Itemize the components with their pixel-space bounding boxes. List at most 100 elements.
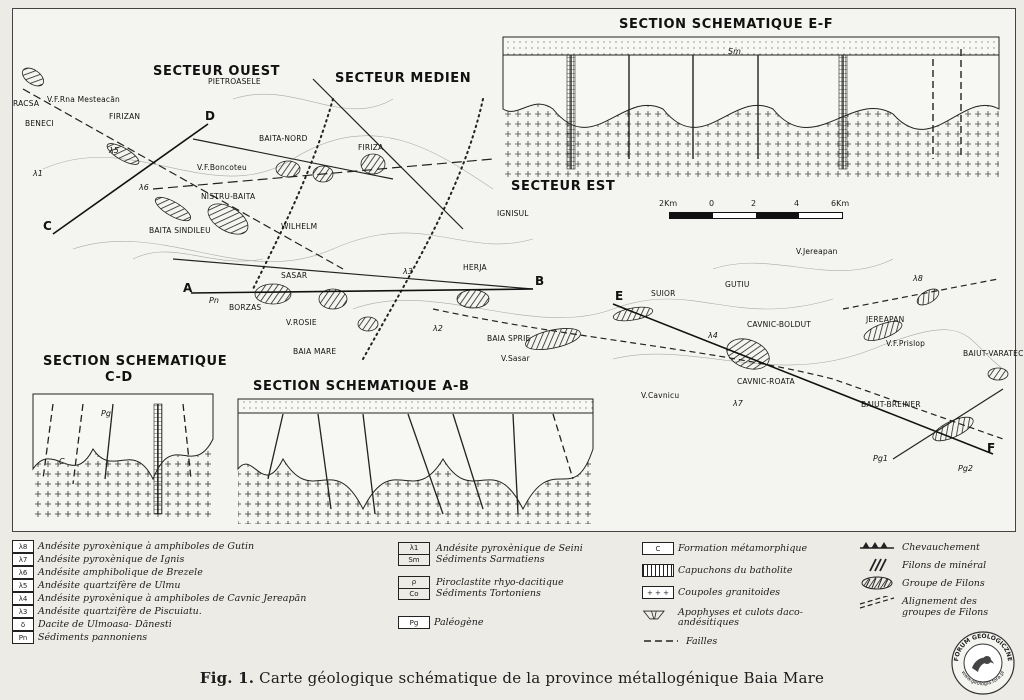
scale-label: 2 — [751, 199, 757, 208]
legend-swatch: λ5 — [12, 579, 34, 592]
forum-watermark-logo: FORUM GEOLOGICZNE www.geologia.fora.pl — [951, 631, 1015, 695]
section-ab — [237, 398, 594, 524]
place-label: SASAR — [281, 271, 308, 280]
place-label: RACSA — [13, 99, 40, 108]
place-label: BAIUT-VARATEC — [963, 349, 1024, 358]
legend-text: Andésite quartzifère de Ulmu — [38, 580, 181, 591]
legend-item: λ7 Andésite pyroxènique de Ignis — [12, 553, 184, 566]
unit-label: Pn — [209, 296, 219, 305]
unit-label: λ6 — [139, 183, 149, 192]
legend-swatch-bottom: Co — [399, 587, 429, 600]
legend-text: Coupoles granitoides — [678, 587, 781, 598]
legend-swatch: λ3 — [12, 605, 34, 618]
place-label: CAVNIC-BOLDUT — [747, 320, 812, 329]
legend-text: Andésite pyroxènique de Ignis — [38, 554, 185, 565]
unit-label: λ5 — [109, 146, 119, 155]
legend-text: Andésite pyroxènique à amphiboles de Gut… — [38, 541, 255, 552]
legend-swatch-thrust — [860, 542, 894, 549]
place-label: FIRIZA — [358, 143, 384, 152]
legend-swatch: Pg — [398, 616, 430, 629]
place-label: V.Jereapan — [796, 247, 838, 256]
legend-text: Filons de minéral — [902, 559, 987, 571]
map-drawing — [21, 36, 1009, 524]
legend-item: λ3 Andésite quartzifère de Piscuiatu. — [12, 605, 202, 618]
legend-item: + + + Coupoles granitoides — [642, 586, 780, 599]
place-label: V.F.Boncoteu — [197, 163, 247, 172]
legend-text: Dacite de Ulmoasa- Dănesti — [38, 619, 172, 630]
legend-text: Paléogène — [434, 617, 484, 628]
legend-text: Apophyses et culots daco-andésitiques — [678, 607, 803, 628]
unit-label: λ7 — [733, 399, 743, 408]
legend-text: Sédiments Sarmatiens — [436, 554, 545, 565]
section-ab-title: SECTION SCHEMATIQUE A-B — [253, 379, 470, 394]
place-label: BAIUT-BREINER — [861, 400, 921, 409]
legend-swatch: λ7 — [12, 553, 34, 566]
place-label: BAIA MARE — [293, 347, 337, 356]
place-label: WILHELM — [281, 222, 318, 231]
sector-boundaries — [252, 98, 484, 360]
figure-number: Fig. 1. — [199, 669, 255, 687]
legend-swatch: C — [642, 542, 674, 555]
legend-swatch: λ8 — [12, 540, 34, 553]
place-label: CAVNIC-ROATA — [737, 377, 795, 386]
place-label: BAITA-NORD — [259, 134, 308, 143]
place-label: FIRIZAN — [109, 112, 141, 121]
legend-text: Piroclastite rhyo-dacitique — [436, 577, 564, 588]
point-f: F — [987, 441, 996, 455]
legend-swatch-top: ρ — [411, 578, 417, 587]
legend-swatch: Pn — [12, 631, 34, 644]
section-ef — [502, 36, 1000, 177]
scale-bar: 2Km 0 2 4 6Km — [659, 199, 859, 227]
legend-swatch-top: λ1 — [409, 544, 419, 553]
legend-item: Pn Sédiments pannoniens — [12, 631, 147, 644]
legend-swatch-bottom: Sm — [399, 553, 429, 566]
legend-text: Andésite pyroxènique de Seini — [436, 543, 583, 554]
place-label: V.F.Rna Mesteacăn — [47, 95, 121, 104]
legend-text: Andésite amphibolique de Brezele — [38, 567, 203, 578]
legend-item: Groupe de Filons — [858, 576, 985, 590]
legend-swatch-crosses: + + + — [642, 586, 674, 599]
unit-label: C — [59, 457, 65, 466]
place-label: BAIA SPRIE — [487, 334, 531, 343]
place-label: BAITA SINDILEU — [149, 226, 211, 235]
point-d: D — [205, 109, 215, 123]
place-label: V.Cavnicu — [641, 391, 680, 400]
unit-label: Pg2 — [958, 464, 973, 473]
legend-text: Andésite quartzifère de Piscuiatu. — [38, 606, 202, 617]
point-e: E — [615, 289, 624, 303]
place-label: GUTIU — [725, 280, 750, 289]
place-label: V.F.Prislop — [886, 339, 926, 348]
legend-swatch-fault — [644, 640, 678, 642]
legend-text: Capuchons du batholite — [678, 565, 793, 576]
unit-label: Pg — [101, 409, 111, 418]
legend-item: Pg Paléogène — [398, 616, 483, 629]
legend-swatch-alignment — [859, 596, 895, 609]
legend-item: δ Dacite de Ulmoasa- Dănesti — [12, 618, 172, 631]
scale-bar-graphic — [669, 212, 843, 219]
legend-text: Andésite pyroxènique à amphiboles de Cav… — [38, 593, 307, 604]
legend-swatch: δ — [12, 618, 34, 631]
legend-item: Filons de minéral — [858, 558, 986, 572]
unit-label: λ8 — [913, 274, 923, 283]
legend: λ8 Andésite pyroxènique à amphiboles de G… — [12, 536, 1014, 654]
place-label: PIETROASELE — [208, 77, 261, 86]
place-label: NISTRU-BAITA — [201, 192, 256, 201]
place-label: V.Sasar — [501, 354, 530, 363]
section-cd — [32, 393, 214, 519]
legend-text: Alignement des groupes de Filons — [902, 596, 989, 618]
scale-label: 2Km — [659, 199, 678, 208]
legend-text: Sédiments pannoniens — [38, 632, 148, 643]
legend-item: Capuchons du batholite — [642, 564, 792, 577]
legend-item: λ8 Andésite pyroxènique à amphiboles de G… — [12, 540, 254, 553]
secteur-est-title: SECTEUR EST — [511, 179, 616, 194]
secteur-ouest-title: SECTEUR OUEST — [153, 64, 281, 79]
secteur-median-title: SECTEUR MEDIEN — [335, 71, 472, 86]
figure-caption: Fig. 1. Carte géologique schématique de … — [0, 669, 1024, 687]
